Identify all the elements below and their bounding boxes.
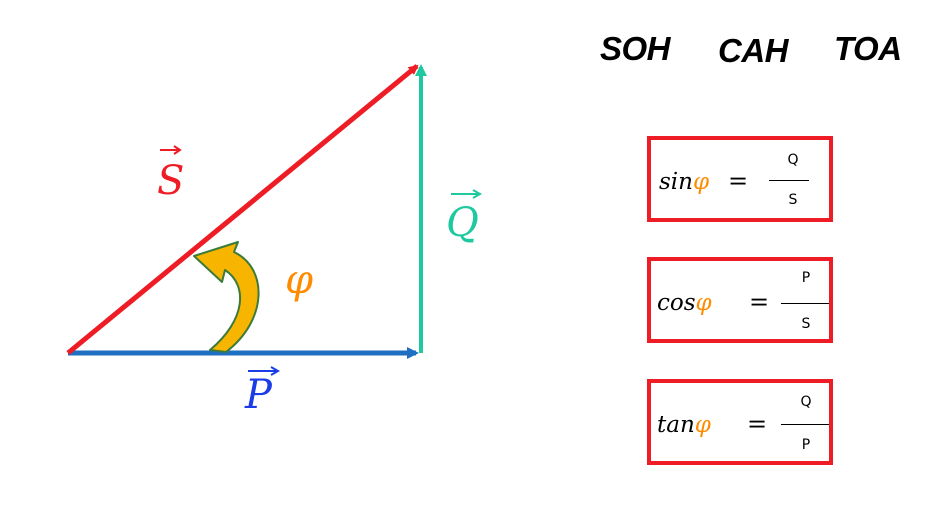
cosine-formula-box: cosφ = P S xyxy=(647,257,833,343)
formula-function: sinφ xyxy=(659,169,710,195)
fraction-bar xyxy=(781,424,829,425)
fraction-denominator: S xyxy=(788,192,798,208)
fraction-denominator: S xyxy=(801,316,811,332)
equals-sign: = xyxy=(749,288,770,316)
svg-text:P: P xyxy=(244,372,273,418)
vector-s-arrow xyxy=(66,64,419,355)
vector-p-label: P xyxy=(244,366,281,418)
angle-arc-arrow xyxy=(193,241,260,353)
vector-q-label: Q xyxy=(446,189,483,246)
mnemonic-cah: CAH xyxy=(718,32,789,69)
svg-text:Q: Q xyxy=(446,200,479,246)
formula-function: tanφ xyxy=(657,412,711,438)
mnemonic-soh: SOH xyxy=(600,30,671,67)
angle-phi-label: φ xyxy=(285,257,313,303)
sine-formula-box: sinφ = Q S xyxy=(647,136,833,222)
fraction-bar xyxy=(781,303,829,304)
equals-sign: = xyxy=(747,410,768,438)
svg-text:S: S xyxy=(157,158,184,204)
mnemonic-toa: TOA xyxy=(834,30,902,67)
fraction-numerator: Q xyxy=(787,152,799,168)
fraction-denominator: P xyxy=(801,437,811,453)
formula-function: cosφ xyxy=(657,290,712,316)
fraction-numerator: P xyxy=(801,270,811,286)
tangent-formula-box: tanφ = Q P xyxy=(647,379,833,465)
fraction-numerator: Q xyxy=(800,394,812,410)
fraction-bar xyxy=(769,180,809,181)
equals-sign: = xyxy=(728,167,749,195)
vector-s-label: S xyxy=(157,145,184,204)
